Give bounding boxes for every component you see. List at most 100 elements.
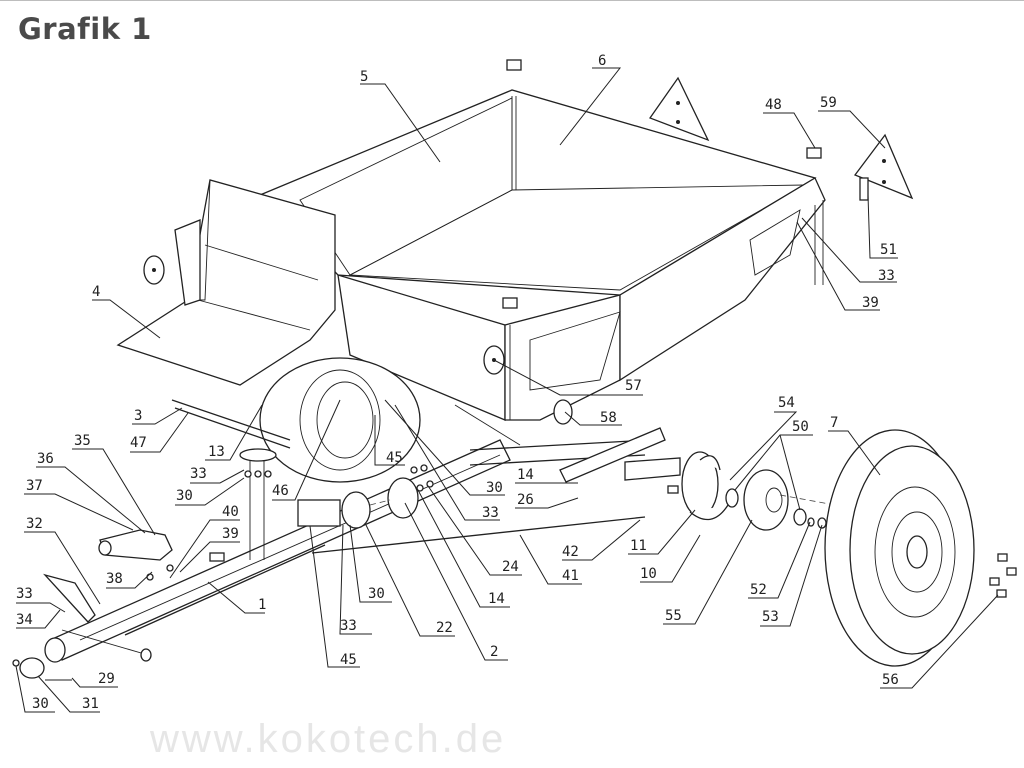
part-label-57: 57 — [625, 378, 642, 394]
callout-47: 47 — [130, 412, 189, 453]
callout-14-bottom: 14 — [417, 489, 510, 608]
part-label-5: 5 — [360, 69, 368, 85]
callout-37: 37 — [24, 478, 134, 531]
brake-cable — [311, 516, 646, 554]
part-label-40: 40 — [222, 504, 239, 520]
callout-50: 50 — [734, 419, 813, 511]
callout-41: 41 — [519, 534, 582, 585]
round-reflector — [143, 255, 573, 425]
part-label-33: 33 — [16, 586, 33, 602]
part-label-48: 48 — [765, 97, 782, 113]
part-label-33: 33 — [190, 466, 207, 482]
part-label-47: 47 — [130, 435, 147, 451]
callout-59: 59 — [818, 95, 886, 149]
figure-title: Grafik 1 — [18, 12, 152, 46]
callout-31: 31 — [37, 675, 100, 713]
part-label-55: 55 — [665, 608, 682, 624]
callout-7: 7 — [828, 415, 881, 476]
callout-56: 56 — [880, 594, 999, 689]
axle-bracket — [297, 464, 434, 529]
part-label-30: 30 — [368, 586, 385, 602]
callout-35: 35 — [72, 433, 156, 536]
watermark: www.kokotech.de — [150, 717, 507, 761]
callout-2: 2 — [404, 502, 508, 661]
top-border — [0, 0, 1024, 1]
callout-30-seat: 30 — [175, 477, 245, 506]
part-label-35: 35 — [74, 433, 91, 449]
part-label-45: 45 — [386, 450, 403, 466]
callout-52: 52 — [748, 521, 811, 599]
part-label-29: 29 — [98, 671, 115, 687]
part-label-59: 59 — [820, 95, 837, 111]
part-label-46: 46 — [272, 483, 289, 499]
callout-58: 58 — [564, 410, 622, 426]
callout-46: 46 — [272, 399, 341, 501]
part-label-2: 2 — [490, 644, 498, 660]
callout-33-seat: 33 — [190, 466, 245, 484]
corner-cap — [502, 59, 822, 309]
part-label-24: 24 — [502, 559, 519, 575]
part-label-13: 13 — [208, 444, 225, 460]
part-label-53: 53 — [762, 609, 779, 625]
callout-55: 55 — [663, 519, 753, 625]
callout-30-bottom: 30 — [349, 524, 392, 603]
callout-34: 34 — [16, 609, 61, 629]
part-label-34: 34 — [16, 612, 33, 628]
callout-33-right: 33 — [801, 217, 897, 284]
axle-stub — [624, 451, 729, 521]
callout-36: 36 — [36, 451, 146, 534]
callout-48: 48 — [763, 97, 816, 149]
part-label-30: 30 — [32, 696, 49, 712]
part-label-52: 52 — [750, 582, 767, 598]
part-label-33: 33 — [482, 505, 499, 521]
callout-40: 40 — [169, 504, 240, 579]
callout-11: 11 — [628, 509, 696, 555]
part-label-41: 41 — [562, 568, 579, 584]
wheel-hub — [725, 469, 836, 531]
part-label-54: 54 — [778, 395, 795, 411]
drawbar — [12, 439, 511, 681]
part-label-51: 51 — [880, 242, 897, 258]
wheel-bolt — [989, 553, 1017, 598]
front-wheel — [824, 429, 975, 667]
callout-53: 53 — [760, 524, 823, 627]
brake-lever — [98, 529, 225, 581]
cross-frame — [454, 404, 666, 483]
part-label-10: 10 — [640, 566, 657, 582]
part-label-56: 56 — [882, 672, 899, 688]
seat-support — [171, 399, 291, 560]
callout-5: 5 — [360, 69, 441, 163]
part-label-31: 31 — [82, 696, 99, 712]
callout-33-mid: 33 — [394, 404, 500, 521]
callout-45-bottom: 45 — [309, 525, 360, 668]
part-label-14: 14 — [517, 467, 534, 483]
callout-29: 29 — [71, 671, 118, 688]
part-label-32: 32 — [26, 516, 43, 532]
callout-30-mid: 30 — [384, 399, 505, 496]
callout-32: 32 — [24, 516, 101, 605]
seat — [116, 179, 336, 386]
part-label-1: 1 — [258, 597, 266, 613]
part-label-33: 33 — [340, 618, 357, 634]
callout-13: 13 — [205, 404, 263, 461]
part-label-38: 38 — [106, 571, 123, 587]
callout-39-left: 39 — [179, 526, 240, 573]
callout-22: 22 — [365, 524, 455, 637]
part-label-39: 39 — [862, 295, 879, 311]
callout-39-right: 39 — [796, 221, 880, 311]
callout-6: 6 — [559, 53, 622, 146]
callout-57: 57 — [493, 359, 643, 396]
callout-14-top: 14 — [515, 467, 578, 484]
part-label-4: 4 — [92, 284, 100, 300]
part-label-50: 50 — [792, 419, 809, 435]
part-label-33: 33 — [878, 268, 895, 284]
callout-33-bottom: 33 — [339, 524, 372, 635]
part-label-22: 22 — [436, 620, 453, 636]
part-label-42: 42 — [562, 544, 579, 560]
part-label-30: 30 — [176, 488, 193, 504]
part-label-11: 11 — [630, 538, 647, 554]
callout-38: 38 — [106, 571, 153, 589]
callout-45-top: 45 — [374, 415, 405, 466]
callout-30-left: 30 — [15, 665, 55, 713]
